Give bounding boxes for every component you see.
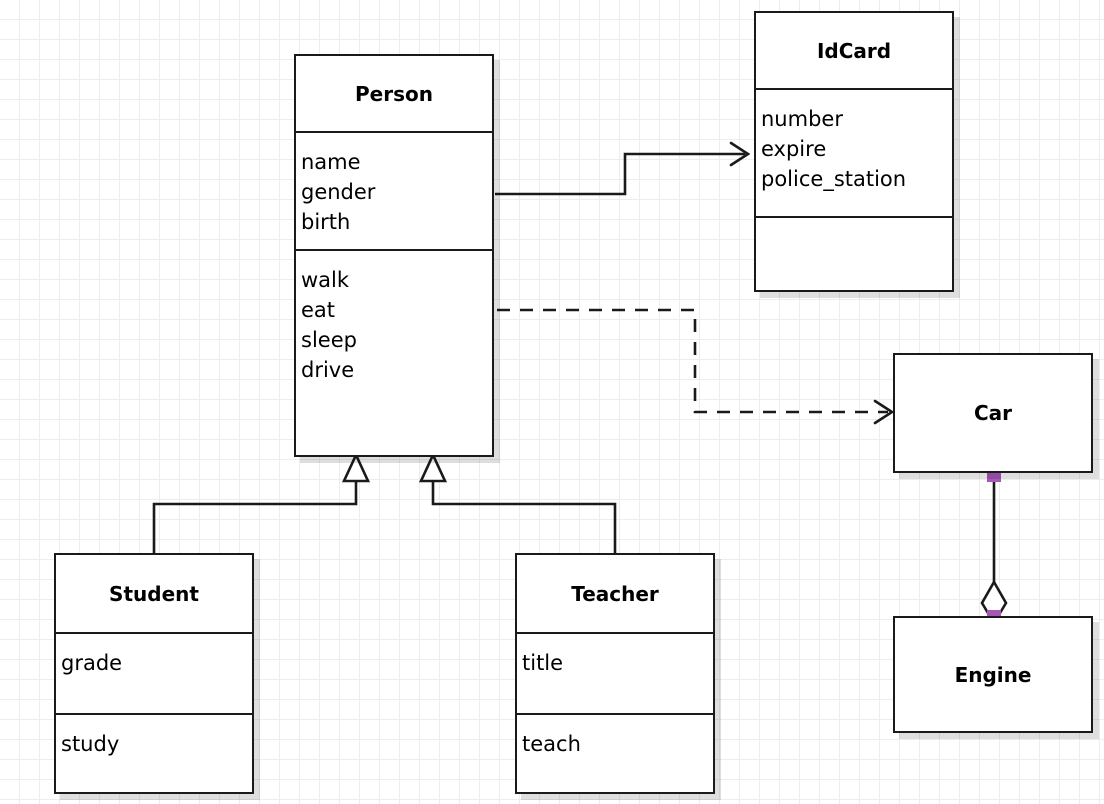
class-attributes-teacher: title: [517, 632, 713, 713]
edge-car-engine[interactable]: [980, 468, 1008, 626]
class-box-teacher[interactable]: Teacher title teach: [515, 553, 715, 794]
class-attributes-idcard: number expire police_station: [756, 88, 952, 216]
attribute-item: title: [522, 651, 564, 675]
class-title-car: Car: [973, 401, 1013, 425]
class-box-engine[interactable]: Engine: [893, 616, 1093, 733]
edge-student-person[interactable]: [152, 451, 371, 553]
method-item: study: [61, 732, 120, 756]
class-methods-person: walk eat sleep drive: [296, 249, 492, 455]
class-title-engine: Engine: [954, 662, 1032, 687]
edge-person-idcard[interactable]: [495, 141, 751, 196]
attribute-item: grade: [61, 651, 123, 675]
class-box-car[interactable]: Car: [893, 353, 1093, 473]
attribute-item: number: [761, 107, 843, 131]
class-box-idcard[interactable]: IdCard number expire police_station: [754, 11, 954, 292]
class-title-student: Student: [109, 581, 199, 606]
attribute-item: gender: [301, 180, 376, 204]
attribute-item: police_station: [761, 167, 907, 191]
class-methods-student: study: [56, 713, 252, 794]
class-title-teacher: Teacher: [571, 581, 659, 606]
method-item: drive: [301, 358, 355, 382]
class-methods-teacher: teach: [517, 713, 713, 794]
method-item: walk: [301, 268, 350, 292]
class-box-student[interactable]: Student grade study: [54, 553, 254, 794]
class-title-person: Person: [355, 81, 433, 106]
class-attributes-person: name gender birth: [296, 131, 492, 249]
attribute-item: name: [301, 150, 361, 174]
class-title-idcard: IdCard: [816, 38, 892, 63]
method-item: eat: [301, 298, 336, 322]
attribute-item: expire: [761, 137, 827, 161]
class-box-person[interactable]: Person name gender birth walk eat sleep …: [294, 54, 494, 457]
method-item: sleep: [301, 328, 357, 352]
edge-teacher-person[interactable]: [418, 451, 617, 553]
edge-person-car[interactable]: [497, 308, 895, 425]
class-attributes-student: grade: [56, 632, 252, 713]
class-methods-idcard: [756, 216, 952, 290]
method-item: teach: [522, 732, 581, 756]
attribute-item: birth: [301, 210, 351, 234]
